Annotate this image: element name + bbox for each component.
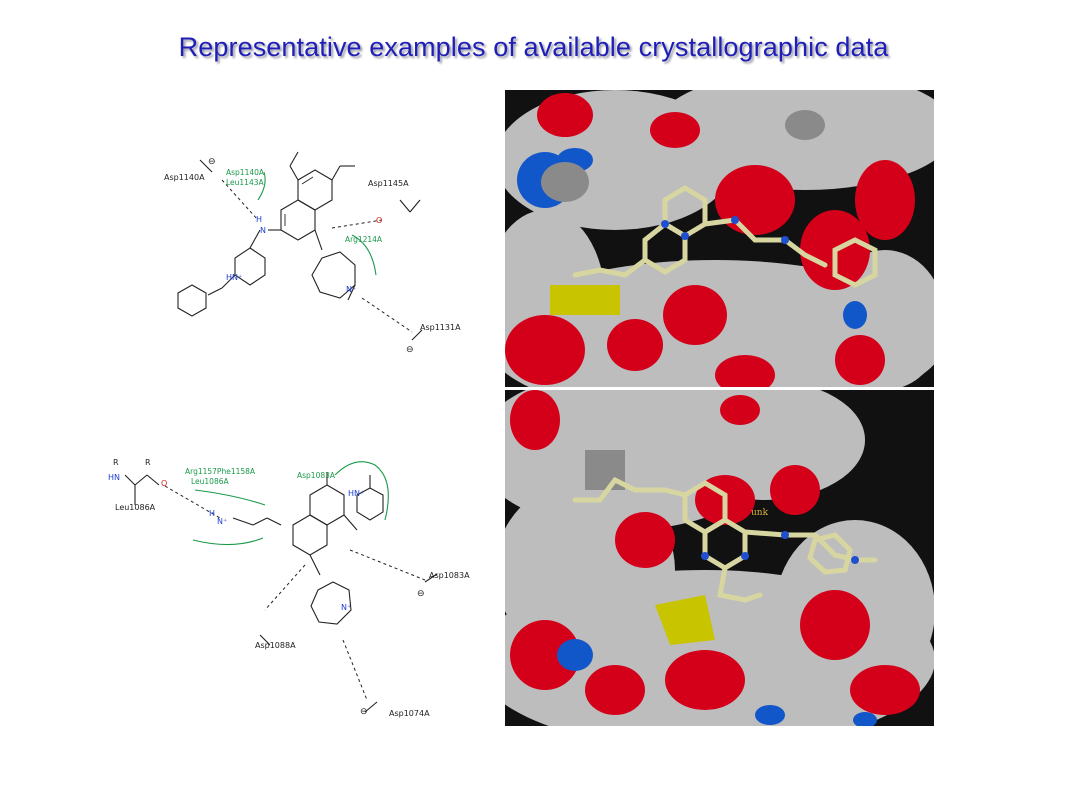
green-label-arg1214a: Arg1214A — [345, 235, 383, 244]
green-label-leu1143a: Leu1143A — [226, 178, 265, 187]
atom-label-hn-plus: HN⁺ — [226, 273, 242, 282]
slide-title: Representative examples of available cry… — [178, 32, 889, 62]
interaction-diagram-top-svg: Asp1140A Asp1145A Asp1131A Asp1140A Leu1… — [164, 151, 461, 355]
interaction-diagram-bottom: R R HN O Leu1086A Arg1157Phe1158A Leu108… — [105, 450, 485, 735]
atom-label-h: H — [209, 509, 215, 518]
green-label-asp1083a: Asp1083A — [297, 471, 336, 480]
residue-label-asp1083a: Asp1083A — [429, 571, 470, 580]
atom-label-n-plus-chain: N⁺ — [217, 517, 227, 526]
residue-label-asp1145a: Asp1145A — [368, 179, 409, 188]
atom-label-hn: HN — [108, 473, 120, 482]
unk-label: unk — [751, 508, 769, 518]
green-label-asp1140a: Asp1140A — [226, 168, 265, 177]
structure-render-top-svg — [505, 90, 934, 387]
green-label-arg-phe: Arg1157Phe1158A — [185, 467, 256, 476]
atom-label-hn-plus: HN⁺ — [348, 489, 364, 498]
atom-label-r1: R — [113, 458, 119, 467]
atom-label-o1: O — [161, 479, 167, 488]
structure-render-top — [505, 90, 934, 387]
atom-label-h: H — [256, 215, 262, 224]
interaction-diagram-bottom-svg: R R HN O Leu1086A Arg1157Phe1158A Leu108… — [108, 458, 470, 718]
residue-label-asp1140a: Asp1140A — [164, 173, 205, 182]
structure-render-bottom-svg: unk — [505, 390, 934, 726]
green-label-leu1086a: Leu1086A — [191, 477, 230, 486]
charge-minus-2: ⊖ — [406, 345, 414, 355]
residue-label-asp1088a: Asp1088A — [255, 641, 296, 650]
residue-label-asp1131a: Asp1131A — [420, 323, 461, 332]
interaction-diagram-top: Asp1140A Asp1145A Asp1131A Asp1140A Leu1… — [150, 140, 480, 370]
residue-label-leu1086a: Leu1086A — [115, 503, 156, 512]
atom-label-n-plus: N⁺ — [346, 285, 356, 294]
charge-minus-1: ⊖ — [208, 157, 216, 167]
charge-minus-2: ⊖ — [360, 707, 368, 717]
atom-label-o: O — [376, 216, 382, 225]
atom-label-r2: R — [145, 458, 151, 467]
structure-render-bottom: unk — [505, 390, 934, 726]
atom-label-n: N — [260, 226, 266, 235]
charge-minus-1: ⊖ — [417, 589, 425, 599]
residue-label-asp1074a: Asp1074A — [389, 709, 430, 718]
atom-label-n-plus-ring: N⁺ — [341, 603, 351, 612]
